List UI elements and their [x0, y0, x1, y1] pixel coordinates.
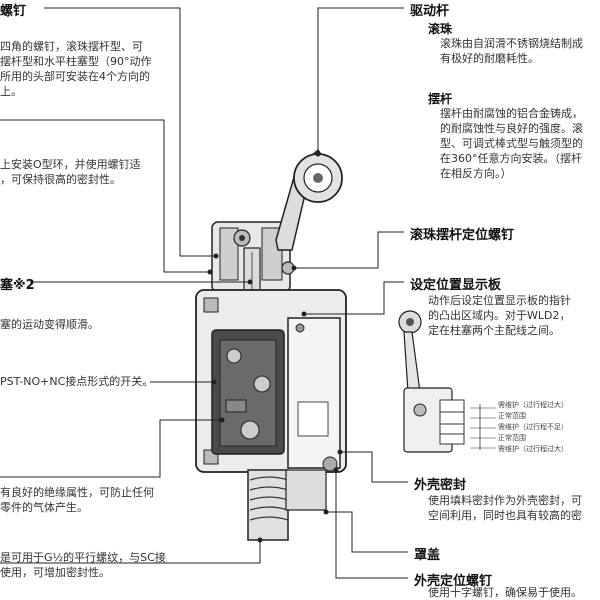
- seal-desc-1: 使用填料密封作为外壳密封，可: [428, 494, 582, 507]
- indicator-label-1: 需维护（过行程过大）: [498, 401, 568, 409]
- lever-screw-heading: 滚珠摆杆定位螺钉: [410, 228, 515, 243]
- seal-heading: 外壳密封: [414, 478, 467, 493]
- plunger-desc: 塞的运动变得顺滑。: [0, 318, 99, 331]
- insulation-desc-1: 有良好的绝缘属性，可防止任何: [0, 486, 154, 499]
- housing-screw-heading: 外壳定位螺钉: [414, 574, 493, 589]
- lever-desc-4: 在360°任意方向安装。（摆杆: [440, 152, 582, 165]
- thread-desc-1: 是可用于G½的平行螺纹，与SC接: [0, 551, 166, 564]
- leader-lines: [0, 7, 408, 579]
- indicator-desc-3: 定在柱塞两个主配线之间。: [428, 324, 560, 337]
- screw-desc-2: 摆杆型和水平柱塞型（90°动作: [0, 55, 152, 68]
- screw-desc-4: 上。: [0, 85, 22, 98]
- roller-desc-2: 有极好的耐磨耗性。: [440, 52, 539, 65]
- screw-desc-3: 所用的头部可安装在4个方向的: [0, 70, 150, 83]
- seal-desc-2: 空间利用，同时也具有较高的密: [428, 509, 582, 522]
- screw-heading: 螺钉: [0, 4, 27, 19]
- indicator-illustration: [398, 310, 496, 453]
- roller-heading: 滚珠: [428, 22, 453, 36]
- lever-desc-2: 的耐腐蚀性与良好的强度。滚: [440, 122, 583, 135]
- thread-desc-2: 使用，可增加密封性。: [0, 566, 110, 579]
- oring-desc-1: 上安装O型环，并使用螺钉适: [0, 158, 141, 171]
- oring-desc-2: ，可保持很高的密封性。: [0, 173, 121, 186]
- plunger-heading: 塞※2: [0, 278, 35, 293]
- indicator-label-5: 需维护（过行程过大）: [498, 445, 568, 453]
- switch-desc: PST-NO+NC接点形式的开关。: [0, 375, 154, 388]
- actuator-heading: 驱动杆: [410, 4, 450, 19]
- housing-screw-desc: 使用十字螺钉，确保易于使用。: [428, 586, 582, 599]
- insulation-desc-2: 零件的气体产生。: [0, 501, 88, 514]
- indicator-desc-1: 动作后设定位置显示板的指针: [428, 294, 571, 307]
- indicator-label-4: 正常范围: [498, 434, 526, 442]
- screw-desc-1: 四角的螺钉，滚珠摆杆型、可: [0, 40, 143, 53]
- roller-desc-1: 滚珠由自润滑不锈钢烧结制成: [440, 37, 583, 50]
- leader-dots: [207, 151, 343, 543]
- lever-desc-3: 型、可调式棒式型与触须型的: [440, 137, 583, 150]
- indicator-label-3: 需维护（过行程不足）: [498, 423, 568, 431]
- indicator-heading: 设定位置显示板: [410, 278, 502, 293]
- indicator-label-2: 正常范围: [498, 412, 526, 420]
- cover-heading: 罩盖: [414, 548, 441, 563]
- indicator-desc-2: 的凸出区域内。对于WLD2，: [428, 309, 571, 322]
- lever-desc-1: 摆杆由耐腐蚀的铝合金铸成，: [440, 107, 583, 120]
- lever-heading: 摆杆: [428, 92, 453, 106]
- limit-switch-illustration: [195, 148, 347, 541]
- lever-desc-5: 在相反方向。）: [440, 167, 512, 180]
